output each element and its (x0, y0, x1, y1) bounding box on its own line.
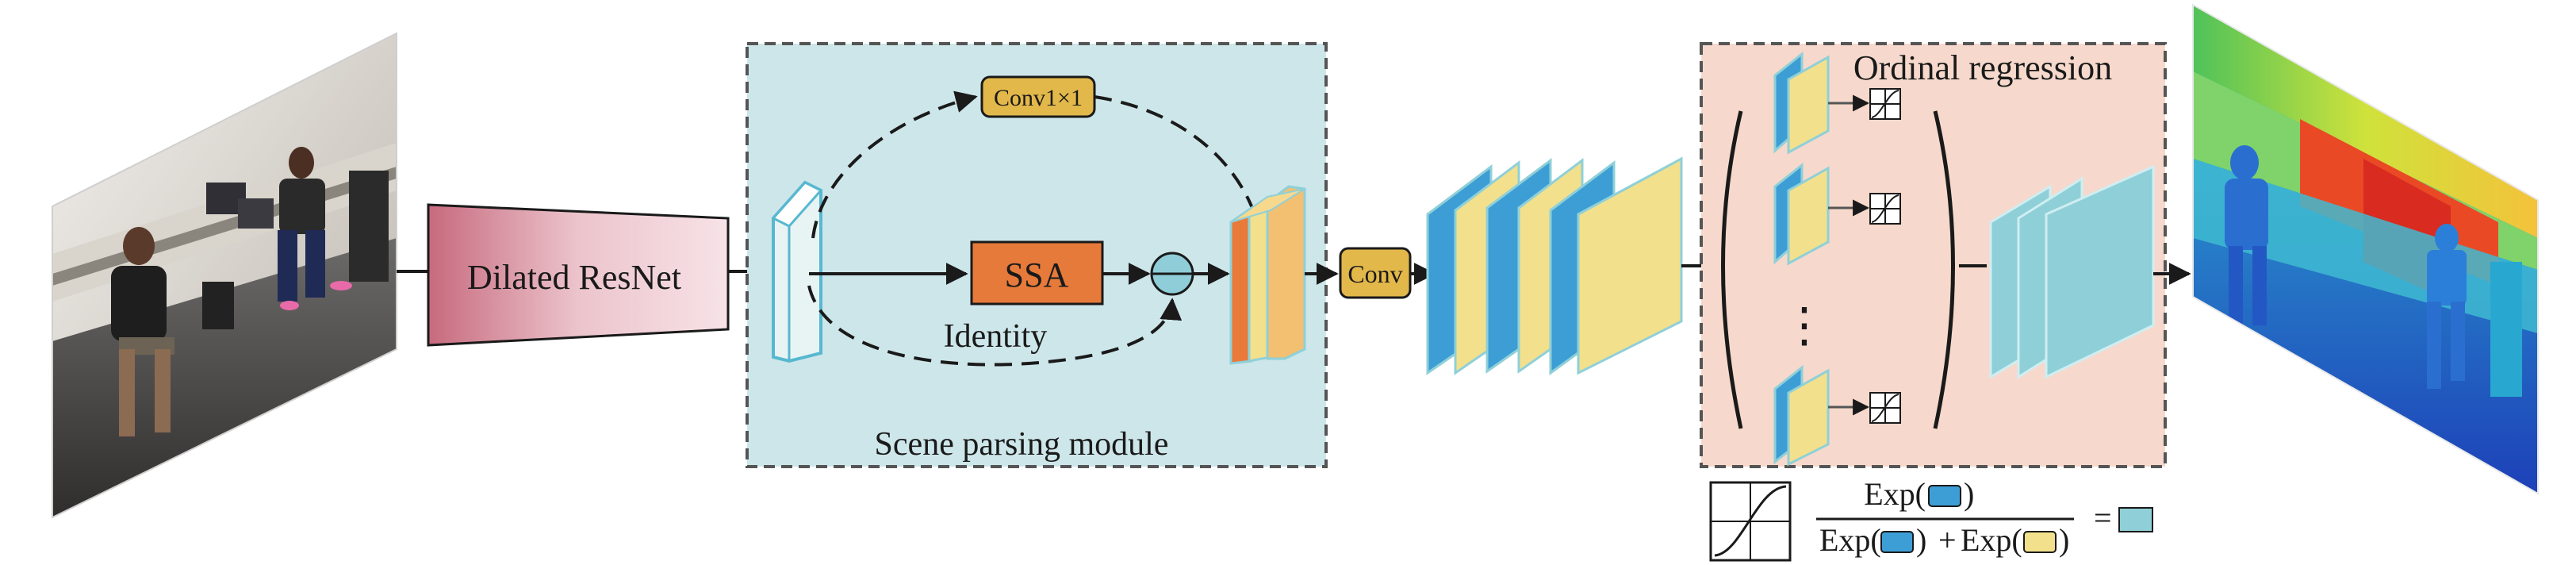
softmax-formula: Exp( ) Exp( ) + Exp( ) = (1709, 476, 2153, 562)
sum-node-icon (1150, 252, 1194, 296)
module-input-feature-map (771, 180, 823, 363)
denominator-exp-1: Exp( (1819, 522, 1881, 558)
blue-logit-chip (1928, 485, 1961, 507)
plus-sign: + (1938, 522, 1957, 558)
probability-maps (1989, 164, 2155, 379)
conv-block: Conv (1339, 247, 1412, 299)
probability-chip (2118, 507, 2153, 532)
scene-parsing-module: Scene parsing module Conv1×1 SSA Identi (746, 42, 1328, 468)
scene-parsing-module-label: Scene parsing module (875, 426, 1169, 463)
conv1x1-block: Conv1×1 (980, 75, 1096, 118)
identity-label: Identity (944, 318, 1048, 355)
dilated-resnet-block: Dilated ResNet (427, 203, 730, 347)
rgb-input-photo (52, 32, 397, 519)
numerator-exp: Exp( (1864, 476, 1926, 512)
ordinal-regression-module: Ordinal regression ⋮ (1700, 42, 2167, 468)
concatenated-feature-maps (1229, 185, 1306, 365)
yellow-logit-chip (2023, 531, 2057, 553)
identity-skip-path (807, 285, 1183, 367)
conv-label: Conv (1347, 259, 1402, 288)
ordinal-regression-label: Ordinal regression (1853, 48, 2112, 87)
denominator-close-1: ) (1916, 522, 1926, 558)
numerator-close: ) (1964, 476, 1974, 512)
conv1x1-label: Conv1×1 (994, 85, 1083, 111)
denominator-close-2: ) (2059, 522, 2069, 558)
denominator-exp-2: Exp( (1961, 522, 2022, 558)
equals-sign: = (2094, 500, 2112, 536)
logit-pair (1773, 364, 1901, 467)
vertical-ellipsis: ⋮ (1781, 299, 1828, 352)
logit-pair (1773, 51, 1901, 155)
depth-map-output (2192, 3, 2539, 495)
ssa-block: SSA (970, 240, 1104, 306)
conv1x1-branch-in (811, 90, 978, 239)
left-parenthesis (1721, 110, 1743, 429)
right-parenthesis (1933, 110, 1955, 429)
backbone-label: Dilated ResNet (467, 258, 681, 297)
blue-logit-chip (1880, 531, 1914, 553)
ordinal-feature-stack (1426, 156, 1683, 375)
logit-pair (1773, 162, 1901, 266)
sigmoid-curve-icon (1709, 481, 1792, 562)
ssa-label: SSA (1005, 256, 1069, 294)
